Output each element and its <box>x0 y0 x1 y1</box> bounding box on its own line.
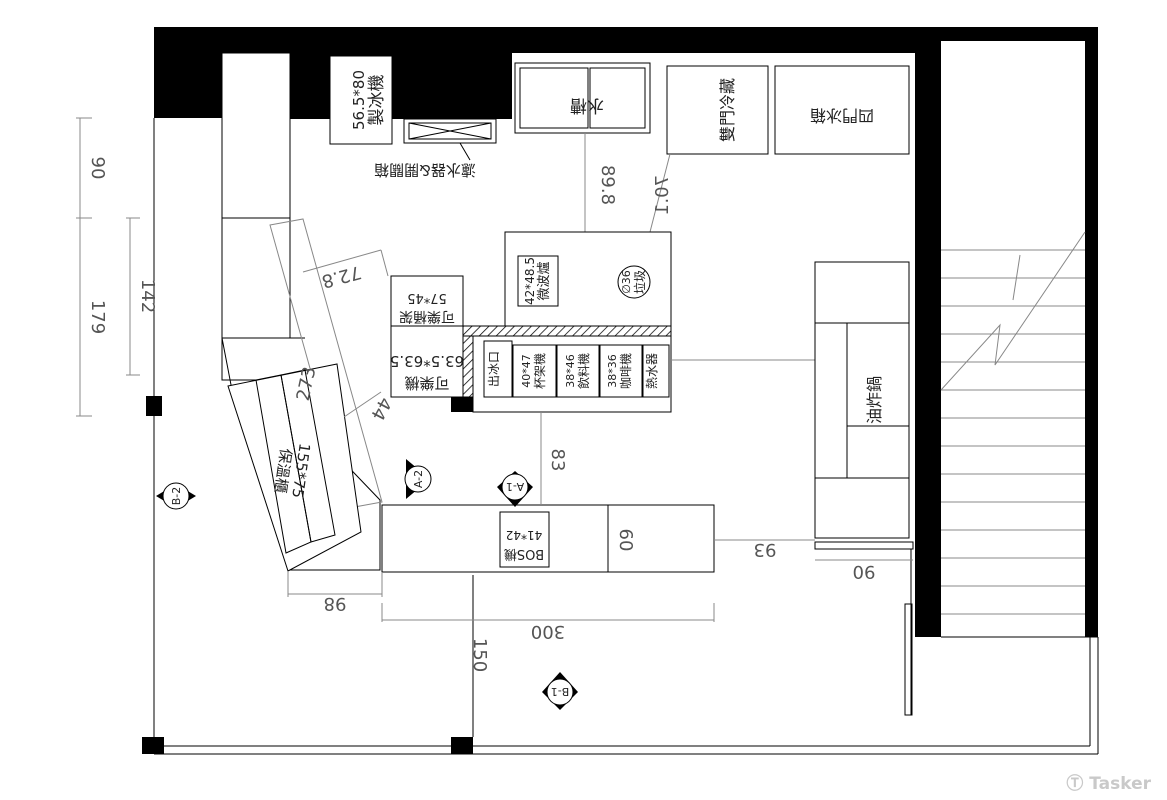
dim-70-1: 70.1 <box>652 175 673 215</box>
pos-label: BOS機 <box>504 546 544 561</box>
dim-89-8: 89.8 <box>597 165 618 205</box>
water-disp-label: 熱水器 <box>645 353 659 389</box>
column-bottom-left <box>142 737 164 754</box>
cola-machine-label: 可樂機 <box>404 374 449 392</box>
trash-size: ∅36 <box>620 270 633 294</box>
ice-outlet-label: 出冰口 <box>487 351 501 387</box>
cola-dispenser: 57*45 可樂桶架 <box>390 275 464 327</box>
dim-44: 44 <box>366 394 395 424</box>
dim-60: 60 <box>615 529 636 552</box>
ice-maker-size: 56.5*80 <box>350 70 368 130</box>
four-door-freezer: 四門冰箱 <box>774 65 910 155</box>
dim-179: 179 <box>87 300 108 334</box>
section-marker-b1: B-1 <box>542 672 578 710</box>
marker-a2-label: A-2 <box>412 470 425 488</box>
fryer-label: 油炸鍋 <box>865 376 884 424</box>
section-marker-a1: A-1 <box>497 471 533 507</box>
marker-a1-label: A-1 <box>506 480 524 493</box>
right-wall <box>915 27 941 637</box>
dim-300: 300 <box>531 621 565 642</box>
double-door-fridge: 雙門冷藏 <box>666 65 769 155</box>
marker-b2-label: B-2 <box>170 487 183 506</box>
ice-maker-label: 製冰機 <box>367 75 387 126</box>
top-center-wall-block <box>290 27 512 119</box>
staircase <box>940 231 1086 615</box>
tasker-logo-text: Tasker <box>1089 774 1151 794</box>
cola-machine: 63.5*63.5 可樂機 <box>390 325 464 398</box>
hatched-strip-h <box>462 325 672 337</box>
tasker-logo-icon: Ⓣ <box>1066 774 1084 794</box>
marker-b1-label: B-1 <box>551 685 570 698</box>
tasker-watermark: Ⓣ Tasker <box>1066 769 1151 794</box>
water-tank-label: 水槽 <box>570 95 604 115</box>
microwave-size: 42*48.5 <box>523 257 537 305</box>
dim-142: 142 <box>137 279 158 313</box>
dimension-lines <box>76 117 913 622</box>
cup-disp-size: 40*47 <box>520 354 533 388</box>
water-purifier-label: 濾水器&開關箱 <box>374 161 476 179</box>
prep-area: 42*48.5 微波爐 ∅36 垃圾 <box>504 231 672 327</box>
drink-disp-label: 飲料機 <box>576 353 591 389</box>
water-tank: 水槽 <box>514 62 651 134</box>
dim-150: 150 <box>469 638 490 672</box>
microwave-label: 微波爐 <box>537 261 552 300</box>
double-door-fridge-label: 雙門冷藏 <box>718 78 737 142</box>
coffee-label: 咖啡機 <box>618 353 633 389</box>
dim-90-right: 90 <box>853 561 876 582</box>
drink-station: 出冰口 40*47 杯架機 38*46 飲料機 38*36 咖啡機 熱水器 <box>472 335 672 413</box>
dim-90-left: 90 <box>87 157 108 180</box>
section-marker-b2: B-2 <box>156 482 196 510</box>
pos-size: 41*42 <box>506 528 543 542</box>
fryer: 油炸鍋 <box>814 261 914 716</box>
top-left-wall-block <box>154 27 222 118</box>
dim-93: 93 <box>754 539 777 560</box>
front-counter: 41*42 BOS機 <box>381 504 715 573</box>
cola-dispenser-size: 57*45 <box>407 290 447 305</box>
dim-83: 83 <box>547 449 568 472</box>
cup-disp-label: 杯架機 <box>532 353 547 389</box>
top-wall <box>154 27 941 53</box>
trash-label: 垃圾 <box>632 270 647 294</box>
dim-98: 98 <box>324 593 347 614</box>
stair-top-wall <box>941 27 1085 41</box>
room-outline <box>153 118 1099 755</box>
cola-dispenser-label: 可樂桶架 <box>399 308 455 325</box>
warmer-cabinet: 保溫櫃 155*75 <box>227 363 362 572</box>
drink-disp-size: 38*46 <box>564 354 577 388</box>
ice-maker: 製冰機 56.5*80 <box>329 55 393 145</box>
far-right-wall <box>1085 27 1098 637</box>
cola-machine-size: 63.5*63.5 <box>390 352 464 370</box>
coffee-size: 38*36 <box>606 354 619 388</box>
column-center <box>451 397 473 412</box>
walls <box>142 27 1098 754</box>
water-purifier: 濾水器&開關箱 <box>374 118 497 179</box>
section-marker-a2: A-2 <box>404 459 432 499</box>
four-door-freezer-label: 四門冰箱 <box>810 106 874 125</box>
